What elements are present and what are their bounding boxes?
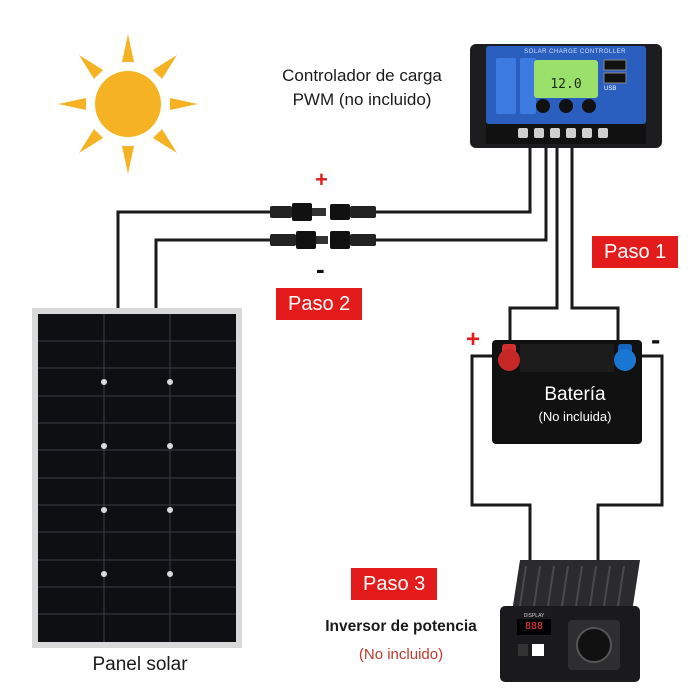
- wires: [116, 145, 664, 575]
- battery-note: (No incluida): [538, 409, 612, 424]
- controller-device-title: SOLAR CHARGE CONTROLLER: [524, 49, 626, 55]
- panel-positive-sign: +: [315, 167, 328, 192]
- charge-controller-icon: [470, 44, 662, 148]
- controller-label: Controlador de carga PWM (no incluido): [282, 66, 442, 109]
- battery-positive-sign: +: [466, 326, 481, 353]
- panel-negative-sign: -: [316, 254, 325, 284]
- inverter-icon: [500, 560, 640, 682]
- controller-lcd-reading: 12.0: [550, 77, 582, 92]
- inverter-display-label: DISPLAY: [523, 613, 545, 619]
- sun-icon: [58, 34, 198, 174]
- inverter-label: Inversor de potencia: [325, 618, 477, 635]
- battery-negative-sign: -: [651, 324, 661, 355]
- controller-usb-label: USB: [604, 86, 617, 92]
- solar-panel-icon: [32, 308, 242, 648]
- inverter-note: (No incluido): [358, 646, 444, 663]
- step-1-badge: Paso 1: [592, 236, 679, 268]
- battery-label: Batería: [544, 384, 606, 405]
- mc4-connector-icon: [270, 231, 376, 249]
- solar-panel-label: Panel solar: [92, 654, 188, 675]
- step-2-badge: Paso 2: [276, 288, 363, 320]
- step-3-badge: Paso 3: [351, 568, 438, 600]
- mc4-connector-icon: [270, 203, 376, 221]
- battery-icon: [492, 340, 642, 444]
- inverter-display-digits: 888: [524, 621, 544, 632]
